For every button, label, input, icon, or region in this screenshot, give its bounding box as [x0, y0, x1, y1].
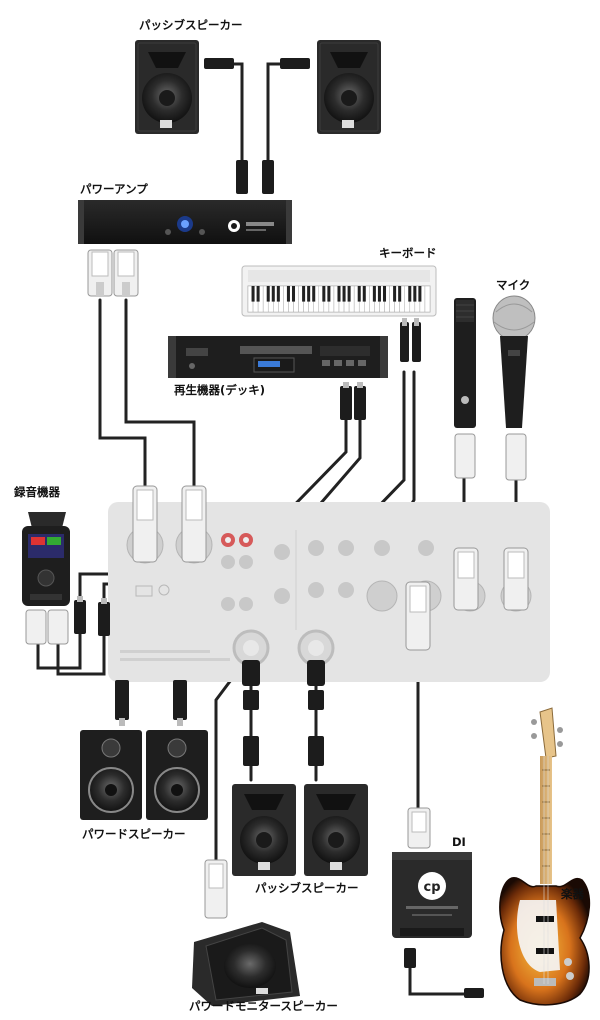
label-mic: マイク — [496, 278, 530, 292]
black-key — [256, 286, 260, 302]
cable-amp-mixer-l — [98, 298, 147, 488]
microphone-condenser — [454, 298, 476, 479]
powered-monitor-wedge — [192, 922, 300, 1006]
cables — [36, 62, 518, 996]
black-key — [347, 286, 351, 302]
cable-amp-mixer-r — [124, 298, 196, 488]
cable-speaker-left-amp — [230, 62, 244, 180]
passive-speaker-bottom-left — [232, 784, 296, 876]
amp-xlr-plugs — [87, 249, 139, 297]
di-plugs — [404, 807, 484, 998]
cable-speaker-right-amp — [266, 62, 284, 180]
label-keyboard: キーボード — [379, 246, 437, 260]
black-key — [271, 286, 275, 302]
black-key — [413, 286, 417, 302]
black-key — [398, 286, 402, 302]
svg-text:cp: cp — [423, 880, 440, 895]
mixer-main-out-plugs — [132, 485, 207, 563]
black-key — [372, 286, 376, 302]
black-key — [327, 286, 331, 302]
label-power-amp: パワーアンプ — [80, 182, 148, 196]
label-player-deck: 再生機器(デッキ) — [174, 383, 265, 397]
label-powered-monitor: パワードモニタースピーカー — [189, 999, 338, 1013]
black-key — [408, 286, 412, 302]
powered-speaker-plugs — [115, 680, 187, 726]
black-key — [312, 286, 316, 302]
label-passive-speaker-top: パッシブスピーカー — [139, 18, 243, 32]
recorder — [22, 512, 70, 606]
keyboard — [241, 265, 437, 317]
black-key — [307, 286, 311, 302]
passive-speaker-bottom-right — [304, 784, 368, 876]
cable-di-bass — [408, 958, 472, 996]
label-di: DI — [452, 835, 466, 849]
di-box: cp — [392, 852, 472, 938]
powered-speaker-left — [80, 730, 142, 820]
passive-speaker-bottom-plugs — [243, 690, 324, 766]
cable-recorder-bottom-2 — [56, 634, 106, 676]
black-key — [382, 286, 387, 302]
black-key — [362, 286, 366, 302]
speakon-plugs-top — [204, 58, 310, 194]
black-key — [251, 286, 255, 302]
mixer-mic-plugs — [405, 547, 529, 651]
recorder-plugs — [25, 596, 110, 645]
black-key — [302, 286, 306, 302]
label-powered-speaker: パワードスピーカー — [82, 827, 186, 841]
label-recorder: 録音機器 — [14, 485, 60, 499]
black-key — [276, 286, 280, 302]
black-key — [357, 286, 361, 302]
label-instrument: 楽器 — [560, 887, 584, 901]
power-amplifier — [78, 200, 292, 244]
mixer — [108, 502, 550, 682]
microphone-dynamic — [492, 295, 536, 481]
passive-speaker-top-left — [135, 40, 199, 134]
cd-player-deck — [168, 336, 388, 378]
keyboard-keys — [247, 285, 431, 313]
black-key — [286, 286, 290, 302]
black-key — [337, 286, 341, 302]
deck-rca-plugs — [340, 382, 366, 420]
label-passive-speaker-bottom: パッシブスピーカー — [255, 881, 359, 895]
passive-speaker-top-right — [317, 40, 381, 134]
black-key — [291, 286, 296, 302]
monitor-plug — [204, 859, 228, 919]
powered-speaker-right — [146, 730, 208, 820]
black-key — [342, 286, 346, 302]
black-key — [418, 286, 422, 302]
keyboard-plugs — [400, 318, 421, 362]
black-key — [266, 286, 270, 302]
black-key — [393, 286, 397, 302]
white-key — [424, 285, 431, 313]
bass-guitar — [499, 707, 591, 1006]
mixer-phone-plugs — [242, 660, 325, 686]
black-key — [377, 286, 381, 302]
black-key — [322, 286, 326, 302]
